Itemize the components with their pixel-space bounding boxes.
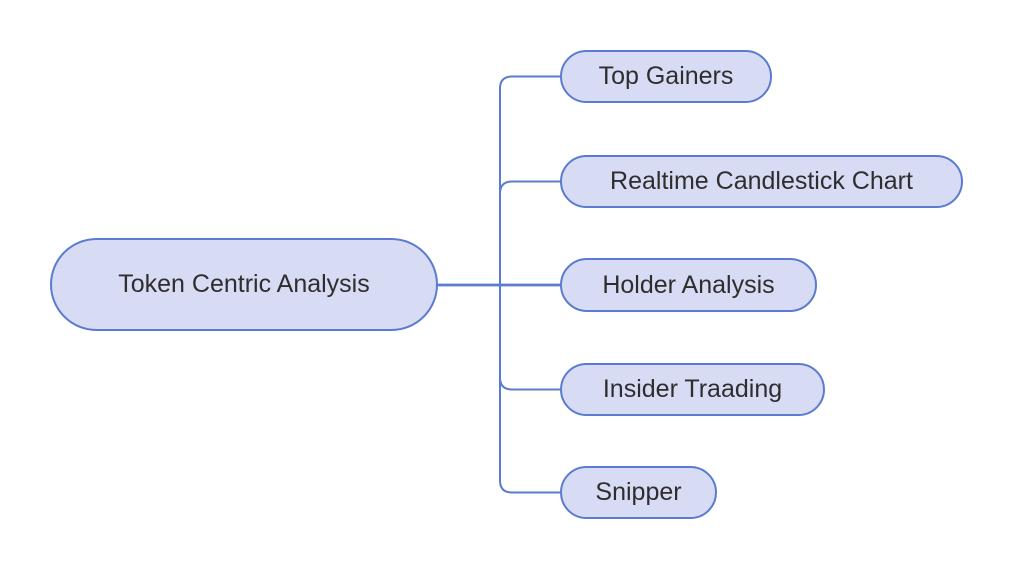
connector-root-to-top-gainers — [499, 75, 561, 286]
node-insider-traading[interactable]: Insider Traading — [560, 363, 825, 416]
node-holder-analysis[interactable]: Holder Analysis — [560, 258, 817, 312]
node-label: Realtime Candlestick Chart — [610, 167, 913, 195]
node-top-gainers[interactable]: Top Gainers — [560, 50, 772, 103]
node-label: Holder Analysis — [602, 270, 775, 299]
connector-root-to-insider-traading — [499, 284, 561, 391]
node-label: Snipper — [595, 478, 682, 506]
node-label: Top Gainers — [598, 62, 734, 90]
node-token-centric-analysis[interactable]: Token Centric Analysis — [50, 238, 438, 331]
connector-root-to-snipper — [499, 284, 561, 494]
node-label: Token Centric Analysis — [118, 270, 370, 298]
node-realtime-candlestick-chart[interactable]: Realtime Candlestick Chart — [560, 155, 963, 208]
node-snipper[interactable]: Snipper — [560, 466, 717, 519]
connector-root-to-realtime-candlestick-chart — [499, 180, 561, 286]
node-label: Insider Traading — [602, 375, 783, 403]
